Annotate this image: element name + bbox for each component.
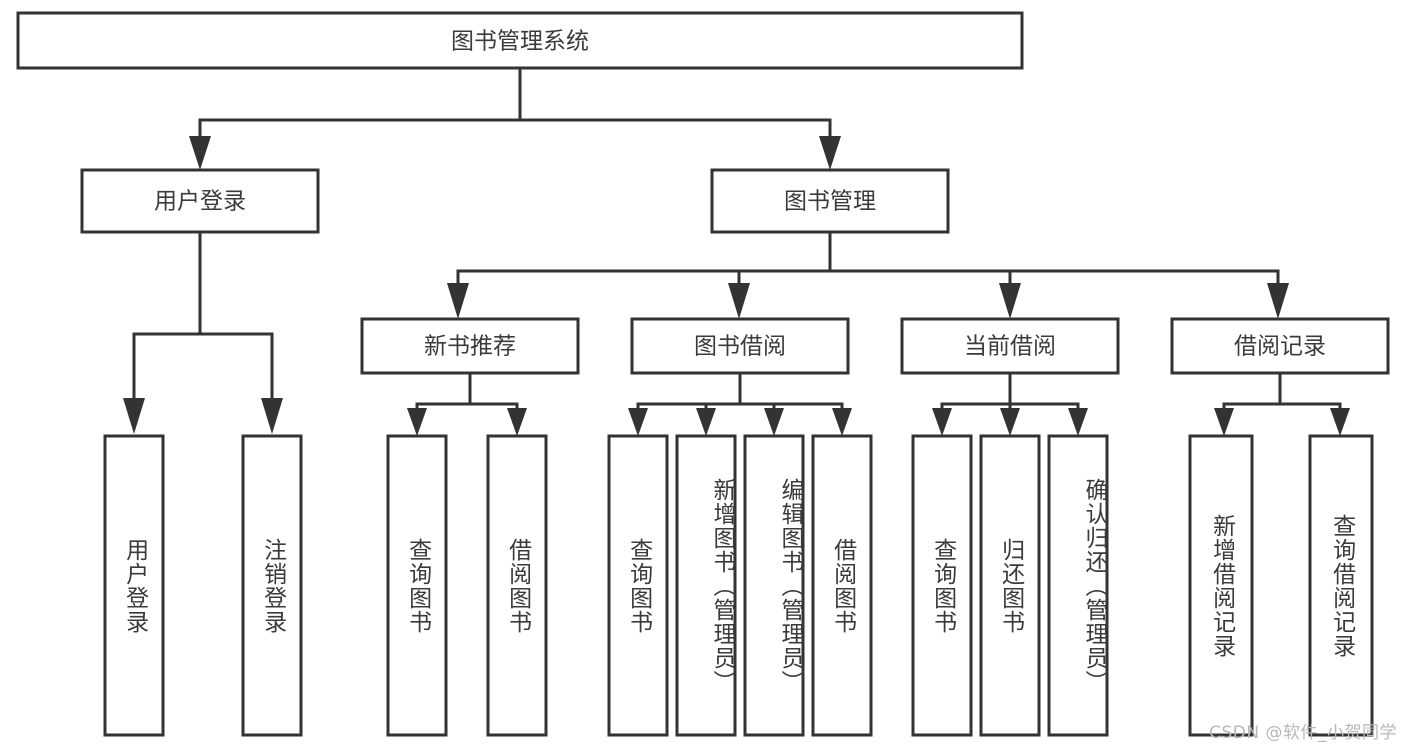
node-borrow-record-label: 借阅记录: [1234, 334, 1326, 360]
leafbox-borrow-book-1[interactable]: [486, 434, 548, 737]
leafbox-query-record[interactable]: [1308, 434, 1374, 737]
node-current-borrow[interactable]: 当前借阅: [900, 317, 1120, 375]
arrowhead-query-book-2: [628, 408, 648, 436]
arrowhead-borrow-book-2: [832, 408, 852, 436]
leafbox-edit-book[interactable]: [743, 434, 805, 737]
leafbox-user-login[interactable]: [103, 434, 165, 737]
arrowhead-borrow-book-1: [507, 408, 527, 436]
node-user-login[interactable]: 用户登录: [80, 168, 320, 234]
node-book-borrow[interactable]: 图书借阅: [630, 317, 850, 375]
arrowhead-leaf-logout: [261, 398, 283, 434]
arrowhead-edit-book: [764, 408, 784, 436]
node-root[interactable]: 图书管理系统: [16, 11, 1024, 70]
node-borrow-record[interactable]: 借阅记录: [1170, 317, 1390, 375]
arrowhead-book-manage: [819, 136, 841, 170]
arrowhead-return-book: [1000, 408, 1020, 436]
leafbox-query-book-1[interactable]: [386, 434, 448, 737]
node-user-login-label: 用户登录: [154, 189, 246, 215]
arrowhead-current-borrow: [999, 283, 1021, 319]
node-book-manage[interactable]: 图书管理: [710, 168, 950, 234]
leafbox-add-book[interactable]: [675, 434, 737, 737]
leafbox-borrow-book-2[interactable]: [811, 434, 873, 737]
arrowhead-leaf-user-login: [123, 398, 145, 434]
node-current-borrow-label: 当前借阅: [964, 334, 1056, 360]
arrowhead-query-book-1: [407, 408, 427, 436]
leafbox-query-book-3[interactable]: [911, 434, 973, 737]
csdn-watermark: CSDN @软件_小贺同学: [1209, 723, 1397, 743]
arrowhead-confirm-return: [1068, 408, 1088, 436]
arrowhead-query-book-3: [932, 408, 952, 436]
leafbox-return-book[interactable]: [979, 434, 1041, 737]
arrowhead-user-login: [189, 136, 211, 170]
leafbox-logout[interactable]: [241, 434, 303, 737]
node-root-label: 图书管理系统: [451, 29, 589, 55]
arrowhead-add-book: [696, 408, 716, 436]
node-new-book-recommend-label: 新书推荐: [424, 334, 516, 360]
leafbox-add-record[interactable]: [1188, 434, 1254, 737]
node-book-manage-label: 图书管理: [784, 189, 876, 215]
leafbox-confirm-return[interactable]: [1047, 434, 1109, 737]
leafbox-query-book-2[interactable]: [607, 434, 669, 737]
arrowhead-book-borrow: [728, 283, 750, 319]
node-book-borrow-label: 图书借阅: [694, 334, 786, 360]
arrowhead-add-record: [1214, 408, 1234, 436]
arrowhead-query-record: [1330, 408, 1350, 436]
node-new-book-recommend[interactable]: 新书推荐: [360, 317, 580, 375]
arrowhead-new-book-recommend: [447, 283, 469, 319]
arrowhead-borrow-record: [1267, 283, 1289, 319]
